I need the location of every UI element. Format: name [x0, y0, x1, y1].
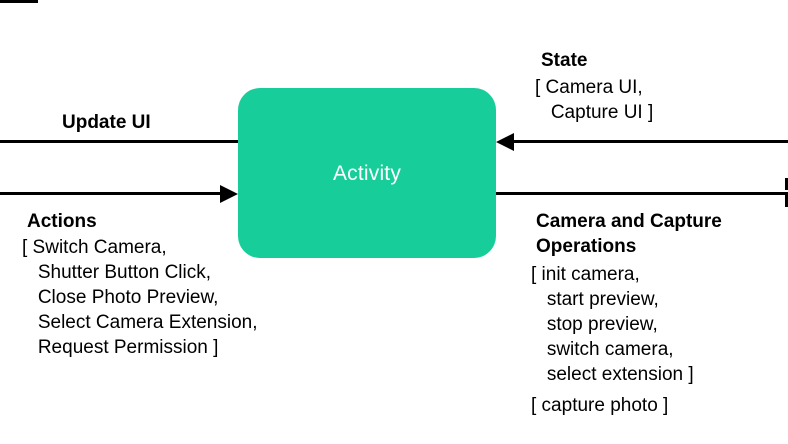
activity-node-label: Activity — [332, 161, 402, 185]
state-items: [ Camera UI, Capture UI ] — [535, 77, 654, 123]
operations-items: [ init camera, start preview, stop previ… — [531, 264, 694, 385]
operations-edge-tick-lower — [785, 195, 788, 207]
state-connector-line — [513, 140, 788, 143]
state-arrowhead-icon — [496, 132, 514, 151]
actions-connector-line — [0, 192, 222, 195]
operations-heading: Camera and Capture Operations — [536, 211, 722, 257]
state-heading: State — [541, 50, 588, 71]
operations-items-secondary: [ capture photo ] — [531, 395, 669, 416]
top-left-rule — [0, 0, 38, 3]
operations-connector-line — [495, 192, 788, 195]
actions-items: [ Switch Camera, Shutter Button Click, C… — [22, 237, 258, 358]
activity-node[interactable]: Activity — [238, 88, 496, 258]
operations-edge-tick-upper — [785, 178, 788, 190]
actions-arrowhead-icon — [220, 184, 238, 203]
update-ui-label: Update UI — [62, 112, 151, 133]
actions-heading: Actions — [27, 211, 97, 232]
update-ui-connector-line — [0, 140, 239, 143]
